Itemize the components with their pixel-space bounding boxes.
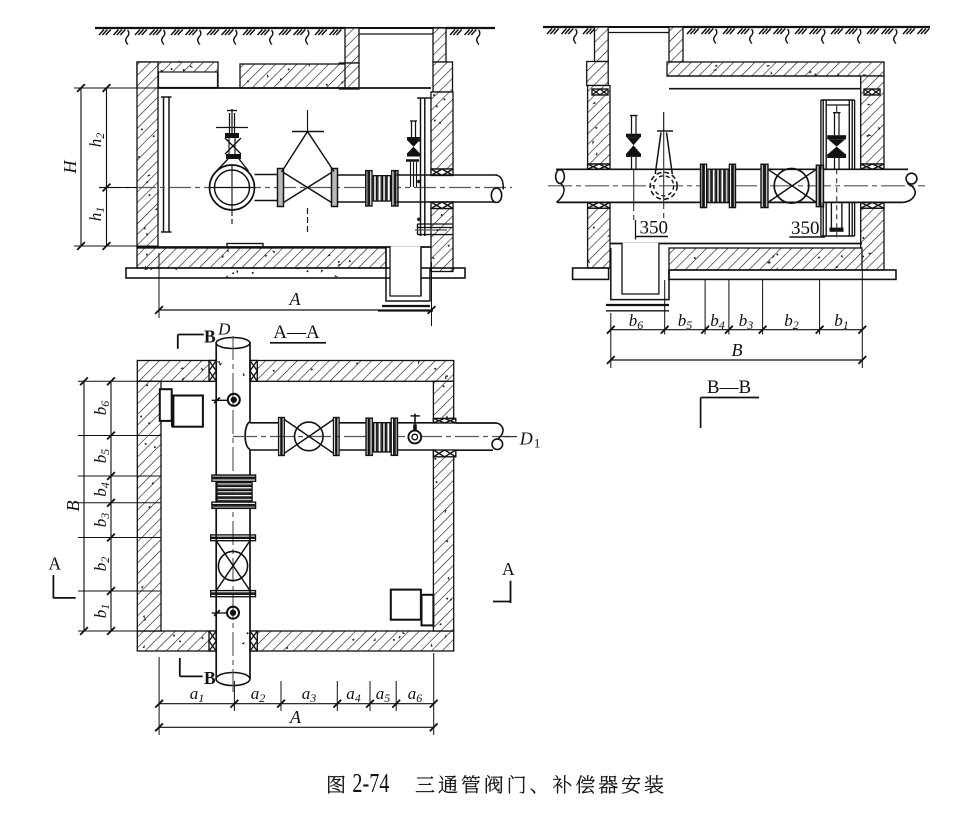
- svg-text:350: 350: [640, 218, 669, 239]
- svg-text:H: H: [60, 160, 80, 175]
- svg-text:350: 350: [791, 218, 820, 239]
- svg-text:B: B: [204, 327, 216, 347]
- svg-text:A—A: A—A: [273, 322, 320, 343]
- svg-text:A: A: [289, 289, 302, 309]
- svg-text:B: B: [204, 668, 216, 688]
- svg-text:A: A: [502, 559, 515, 579]
- svg-text:D: D: [519, 429, 533, 449]
- svg-text:B: B: [732, 340, 743, 360]
- svg-text:B: B: [63, 501, 83, 512]
- svg-text:A: A: [289, 707, 302, 727]
- svg-text:B—B: B—B: [707, 377, 751, 398]
- svg-text:A: A: [49, 553, 62, 573]
- svg-text:D: D: [217, 320, 231, 339]
- svg-text:2-74: 2-74: [352, 768, 389, 798]
- svg-text:1: 1: [534, 436, 541, 451]
